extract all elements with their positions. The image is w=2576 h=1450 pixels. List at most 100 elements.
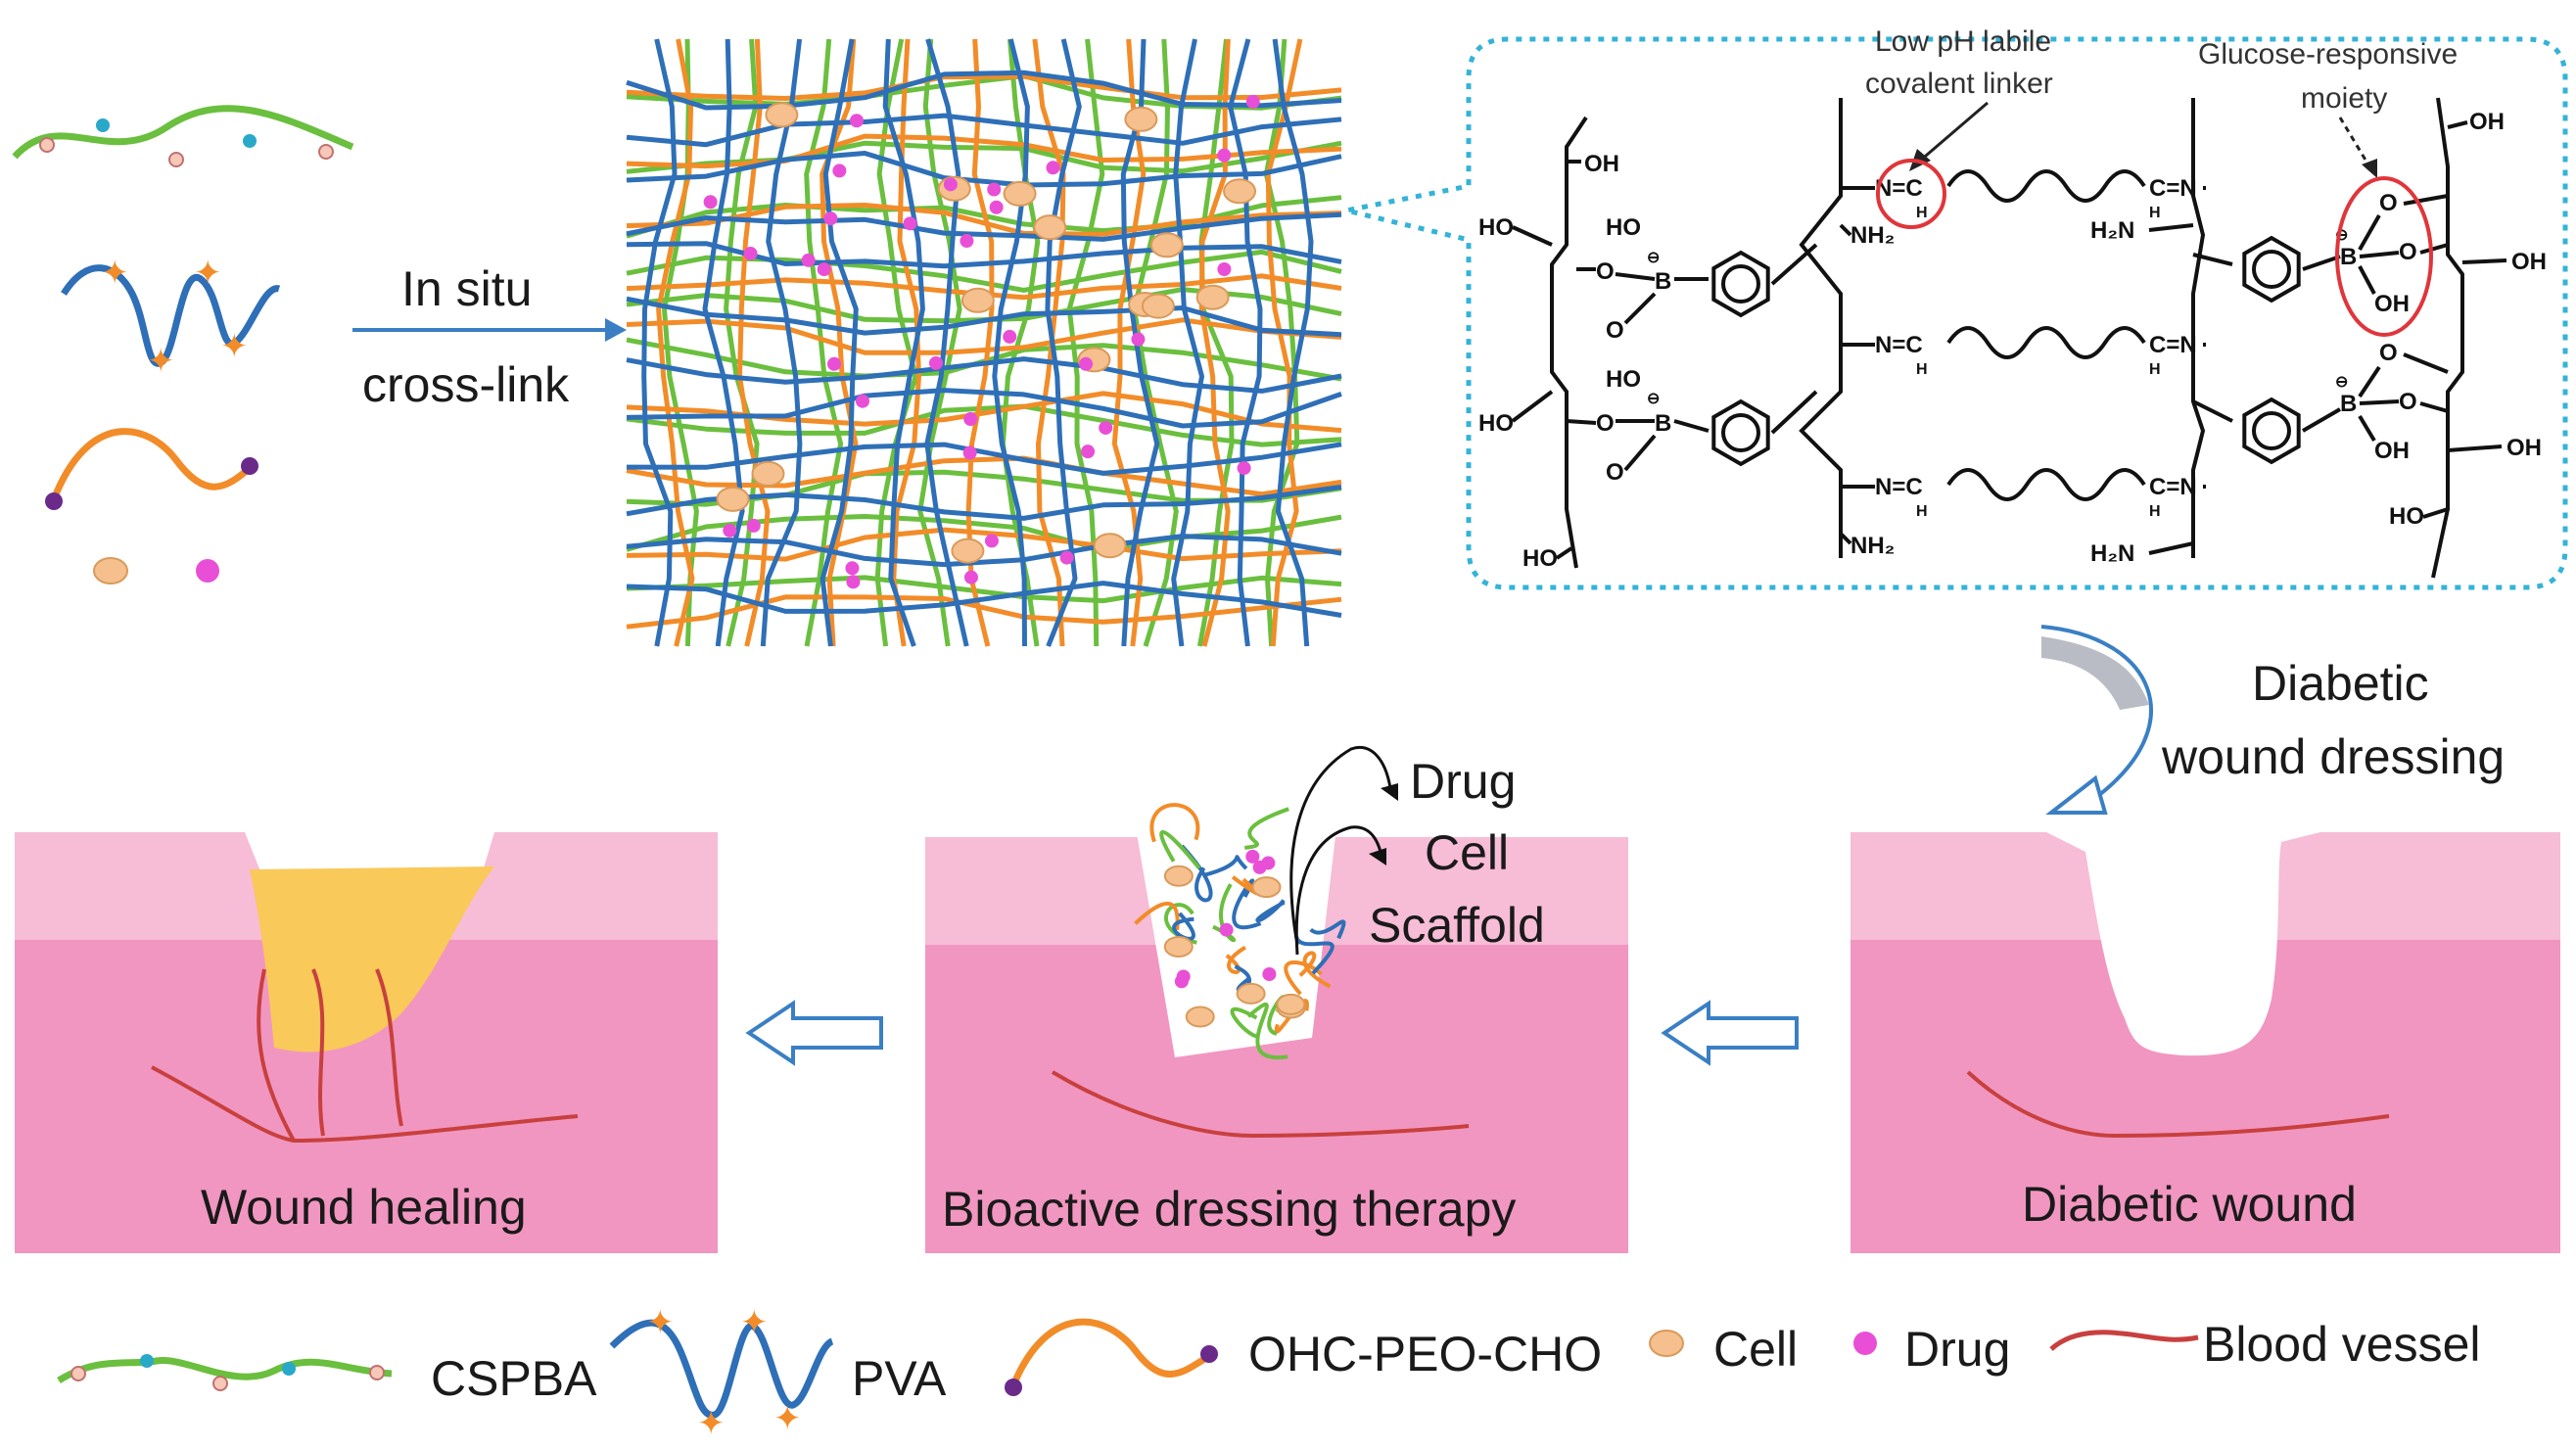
dressing-strand bbox=[1225, 945, 1246, 974]
dressing-cell bbox=[1251, 876, 1282, 899]
dressing-strand bbox=[1244, 807, 1289, 850]
crosslink-label-1: In situ bbox=[401, 261, 532, 316]
network-strand bbox=[626, 388, 1342, 429]
network-strand bbox=[626, 140, 1342, 174]
network-drug bbox=[1079, 356, 1094, 371]
chem-label: H bbox=[1916, 503, 1928, 520]
network-drug bbox=[855, 394, 869, 408]
dressing-cell bbox=[1276, 993, 1306, 1015]
dressing-strand bbox=[1149, 803, 1200, 843]
chem-label: OH bbox=[1584, 151, 1619, 177]
chem-label: H₂N bbox=[2090, 217, 2134, 244]
network-cell bbox=[1093, 533, 1127, 559]
network-strand bbox=[917, 38, 962, 647]
chem-label: OH bbox=[2469, 109, 2505, 135]
network-strand bbox=[626, 151, 1342, 188]
release-cell: Cell bbox=[1425, 825, 1509, 880]
network-drug bbox=[1003, 329, 1017, 344]
left-arrow-2 bbox=[1661, 1000, 1799, 1066]
legend: CSPBA ✦ ✦ ✦ ✦ PVA OHC-PEO-CHO Cell Drug … bbox=[57, 1304, 2481, 1442]
network-strand bbox=[1272, 38, 1314, 647]
network-drug bbox=[1081, 444, 1096, 459]
dressing-drug bbox=[1262, 967, 1277, 982]
dressing-strand bbox=[1159, 829, 1201, 870]
chem-label: O bbox=[2399, 239, 2417, 265]
network-drug bbox=[960, 234, 974, 249]
network-strand bbox=[1045, 38, 1082, 647]
dressing-strand bbox=[1298, 951, 1332, 989]
annotation-glucose-1: Glucose-responsive bbox=[2198, 38, 2458, 70]
legend-vessel-icon bbox=[2049, 1330, 2199, 1351]
dressing-label-1: Diabetic bbox=[2252, 656, 2429, 711]
legend-pva-label: PVA bbox=[852, 1351, 947, 1406]
network-strand bbox=[626, 594, 1342, 630]
network-drug bbox=[817, 262, 831, 277]
dressing-drug bbox=[1176, 969, 1191, 984]
chem-label: OH bbox=[2374, 438, 2410, 464]
legend-csbpa-icon bbox=[57, 1354, 393, 1391]
legend-cell-icon bbox=[1649, 1330, 1684, 1357]
network-drug bbox=[963, 412, 978, 427]
chem-label: H bbox=[2149, 205, 2161, 221]
network-cell bbox=[1003, 180, 1037, 207]
chem-label: HO bbox=[1522, 545, 1558, 572]
network-drug bbox=[746, 518, 761, 533]
chem-label: B bbox=[2340, 244, 2357, 270]
chem-label: HO bbox=[1478, 410, 1514, 437]
legend-csbpa-label: CSPBA bbox=[431, 1351, 597, 1406]
chem-label: B bbox=[1655, 268, 1671, 295]
panel-diabetic-wound: Diabetic wound bbox=[1850, 832, 2560, 1253]
network-strand bbox=[626, 534, 1342, 568]
network-drug bbox=[987, 182, 1002, 197]
network-drug bbox=[984, 534, 999, 548]
dressing-drug bbox=[1252, 860, 1267, 874]
hydrogel-network bbox=[626, 38, 1342, 647]
chem-label: O bbox=[2379, 190, 2398, 216]
network-drug bbox=[962, 445, 977, 460]
network-strand bbox=[1228, 38, 1263, 647]
dressing-strand bbox=[1309, 919, 1346, 940]
chem-label: O bbox=[1596, 410, 1615, 437]
network-drug bbox=[928, 355, 943, 370]
legend-drug-label: Drug bbox=[1904, 1322, 2010, 1377]
network-strand bbox=[626, 113, 1342, 148]
network-cell bbox=[960, 287, 995, 313]
annotation-ph-2: covalent linker bbox=[1865, 68, 2053, 100]
network-strand bbox=[1263, 38, 1300, 647]
legend-pva-icon: ✦ ✦ ✦ ✦ bbox=[609, 1304, 834, 1442]
network-strand bbox=[702, 38, 745, 647]
dressing-strand bbox=[1246, 1002, 1288, 1060]
network-strand bbox=[626, 296, 1342, 338]
chem-label: H₂N bbox=[2090, 540, 2134, 567]
crosslink-arrow: In situ cross-link bbox=[352, 261, 627, 412]
network-strand bbox=[882, 38, 925, 647]
chem-label: B bbox=[1655, 410, 1671, 437]
network-drug bbox=[846, 575, 861, 589]
chem-label: NH₂ bbox=[1850, 533, 1895, 559]
network-strand bbox=[874, 38, 918, 647]
network-drug bbox=[963, 570, 978, 585]
network-cell bbox=[1195, 284, 1230, 310]
network-strand bbox=[820, 38, 859, 647]
dressing-arrow: Diabetic wound dressing bbox=[2040, 625, 2505, 815]
svg-text:✦: ✦ bbox=[101, 255, 129, 292]
dressing-label-2: wound dressing bbox=[2161, 729, 2505, 784]
chem-label: O bbox=[1606, 317, 1624, 344]
chem-label: C=N bbox=[2149, 175, 2197, 202]
network-drug bbox=[1217, 261, 1232, 276]
network-cell bbox=[1223, 178, 1257, 205]
svg-text:✦: ✦ bbox=[740, 1304, 769, 1341]
legend-peo-label: OHC-PEO-CHO bbox=[1248, 1327, 1602, 1381]
chem-label: H bbox=[2149, 503, 2161, 520]
chem-label: N=C bbox=[1875, 474, 1923, 500]
network-cell bbox=[716, 486, 750, 512]
cell-icon bbox=[93, 557, 128, 585]
network-strand bbox=[626, 203, 1342, 237]
chem-label: NH₂ bbox=[1850, 222, 1895, 249]
chem-label: H bbox=[1916, 361, 1928, 378]
network-drug bbox=[989, 200, 1004, 214]
annotation-ph-1: Low pH labile bbox=[1875, 25, 2051, 58]
network-drug bbox=[845, 561, 860, 576]
chem-label: OH bbox=[2511, 249, 2547, 275]
network-drug bbox=[1131, 332, 1146, 347]
